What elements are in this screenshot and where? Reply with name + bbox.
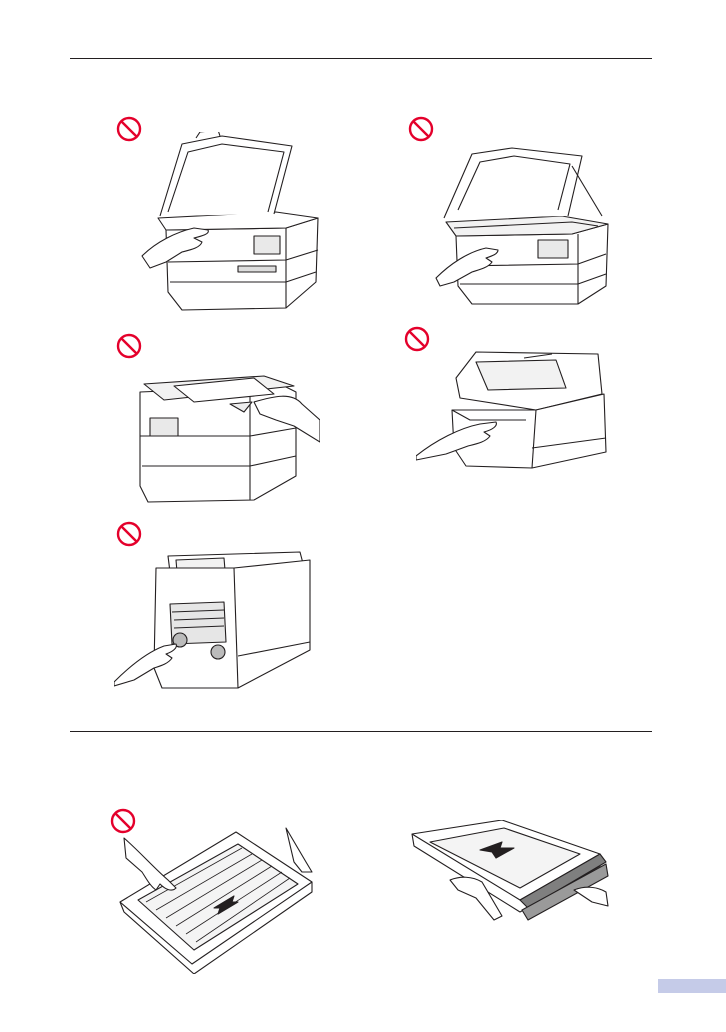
prohibition-icon bbox=[116, 521, 142, 547]
figure-hand-at-paper-slot bbox=[416, 348, 608, 470]
prohibition-icon bbox=[408, 116, 434, 142]
figure-paper-tray-correct bbox=[410, 820, 610, 930]
middle-rule bbox=[70, 731, 652, 732]
figure-hand-inside-open-unit bbox=[432, 136, 612, 306]
figure-paper-tray-wrong bbox=[116, 818, 322, 974]
page-index-tab bbox=[658, 979, 726, 993]
figure-hand-pressing-adf-cover bbox=[134, 356, 320, 506]
figure-hand-on-scanner-glass bbox=[136, 132, 326, 312]
figure-hand-at-rear-jam-cover bbox=[114, 546, 322, 690]
top-rule bbox=[70, 58, 652, 59]
